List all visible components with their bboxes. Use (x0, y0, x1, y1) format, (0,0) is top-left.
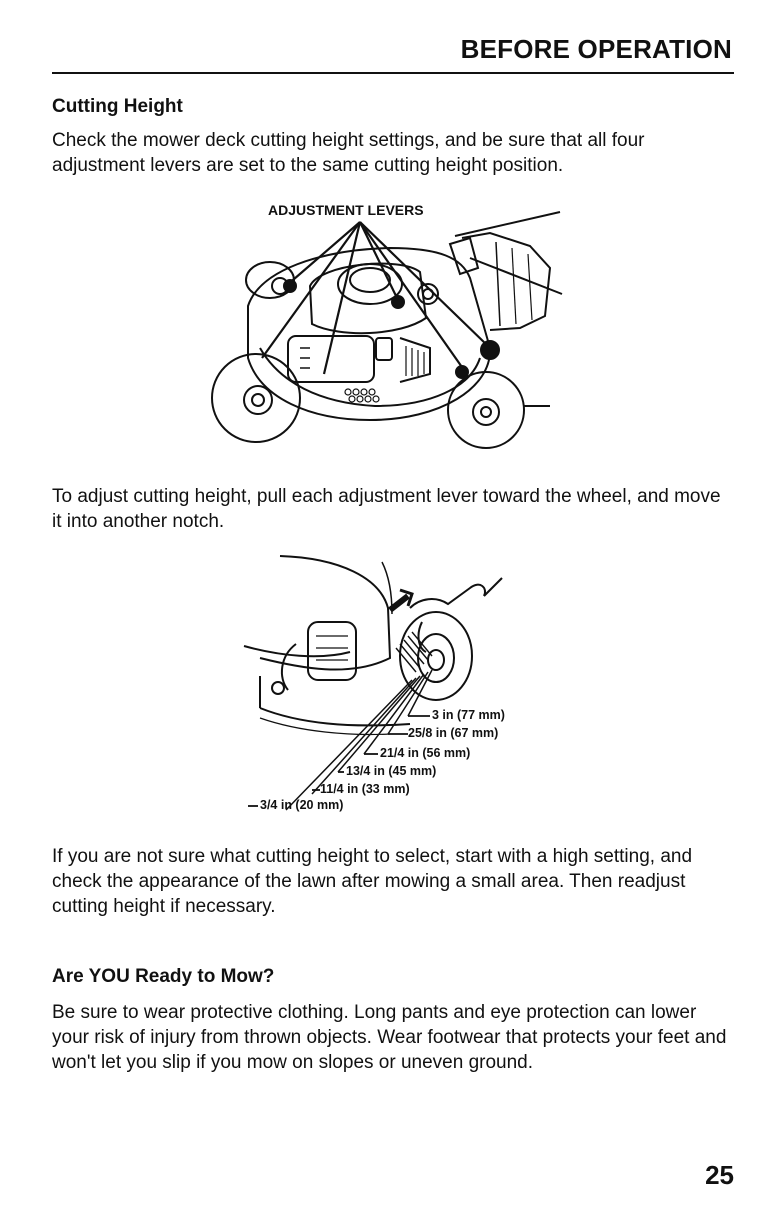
height-label: 3/4 in (20 mm) (260, 798, 344, 812)
height-adjustment-illustration: 3 in (77 mm) 25/8 in (67 mm) 21/4 in (56… (240, 548, 540, 820)
ready-to-mow-body: Be sure to wear protective clothing. Lon… (52, 1002, 727, 1073)
mower-illustration: ADJUSTMENT LEVERS (200, 198, 570, 454)
height-label: 13/4 in (45 mm) (346, 764, 437, 778)
height-label: 3 in (77 mm) (432, 708, 505, 722)
adjust-instructions: To adjust cutting height, pull each adju… (52, 486, 721, 532)
section-header: BEFORE OPERATION (460, 34, 732, 64)
height-label: 21/4 in (56 mm) (380, 746, 471, 760)
adjustment-levers-label: ADJUSTMENT LEVERS (268, 202, 424, 218)
height-label: 25/8 in (67 mm) (408, 726, 499, 740)
height-label: 11/4 in (33 mm) (320, 782, 410, 796)
cutting-height-intro: Check the mower deck cutting height sett… (52, 130, 645, 176)
header-rule (52, 72, 734, 74)
cutting-height-heading: Cutting Height (52, 96, 183, 117)
page-number: 25 (705, 1160, 734, 1190)
cutting-height-advice: If you are not sure what cutting height … (52, 846, 693, 917)
ready-to-mow-heading: Are YOU Ready to Mow? (52, 966, 275, 987)
